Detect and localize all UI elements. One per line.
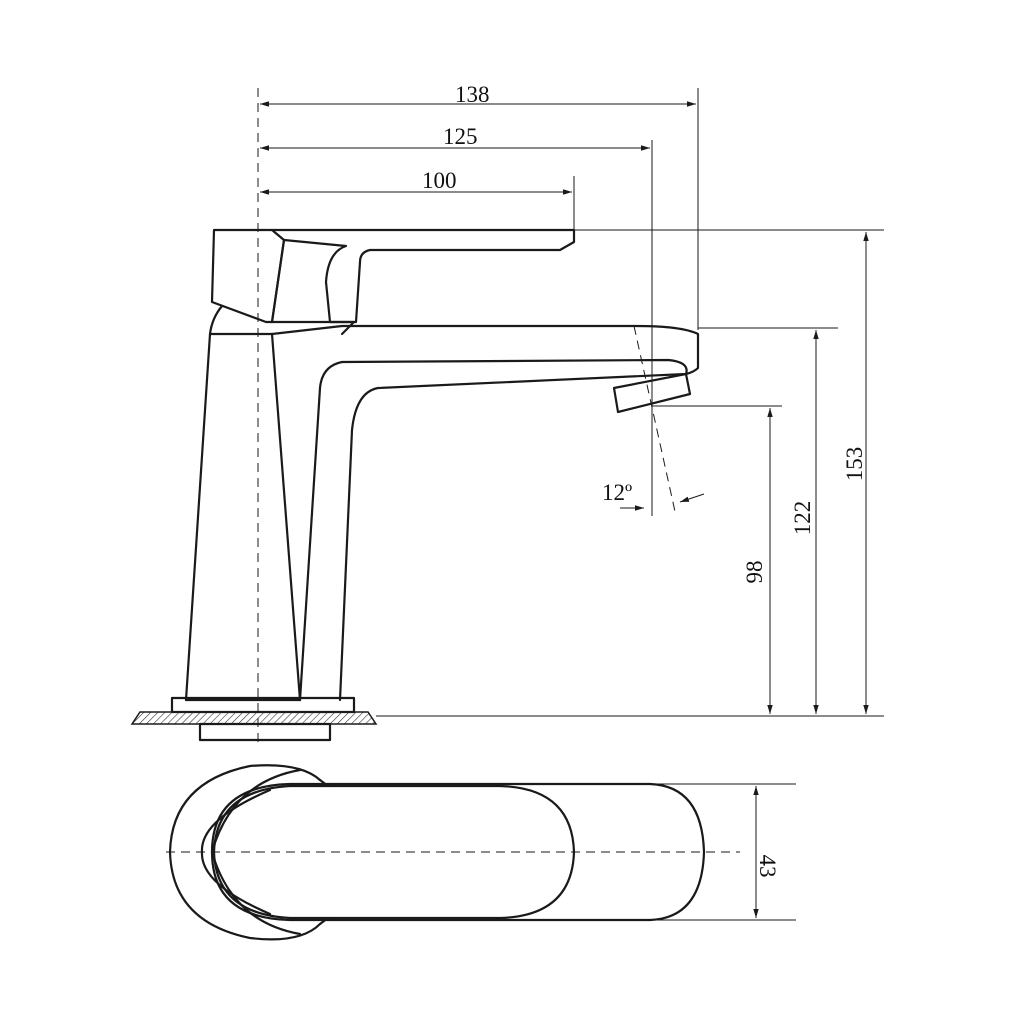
spout-axis-line: [633, 325, 677, 517]
angle-dimension: 12º: [602, 480, 705, 511]
dimension-98: 98: [742, 408, 773, 714]
dimension-43: 43: [753, 786, 780, 918]
handle-neck: [208, 304, 224, 336]
base-plate: [130, 696, 378, 742]
dim-label-138: 138: [455, 82, 490, 107]
dimension-125: 125: [260, 124, 650, 151]
dim-label-125: 125: [443, 124, 478, 149]
faucet-body: [184, 324, 700, 702]
dimension-153: 153: [842, 232, 869, 714]
top-body-outline: [210, 782, 706, 922]
top-lever-outline: [212, 784, 576, 920]
dim-label-98: 98: [742, 561, 767, 584]
dimension-138: 138: [260, 82, 696, 107]
angle-label: 12º: [602, 480, 632, 505]
dim-label-122: 122: [790, 501, 815, 536]
side-view: 12º 138 125 100 98: [130, 82, 884, 748]
dimension-100: 100: [260, 168, 572, 195]
top-view: 43: [166, 764, 796, 941]
handle-lever: [210, 228, 576, 336]
dim-label-153: 153: [842, 447, 867, 482]
dim-label-43: 43: [755, 855, 780, 878]
dim-label-100: 100: [422, 168, 457, 193]
dimension-122: 122: [790, 330, 819, 714]
